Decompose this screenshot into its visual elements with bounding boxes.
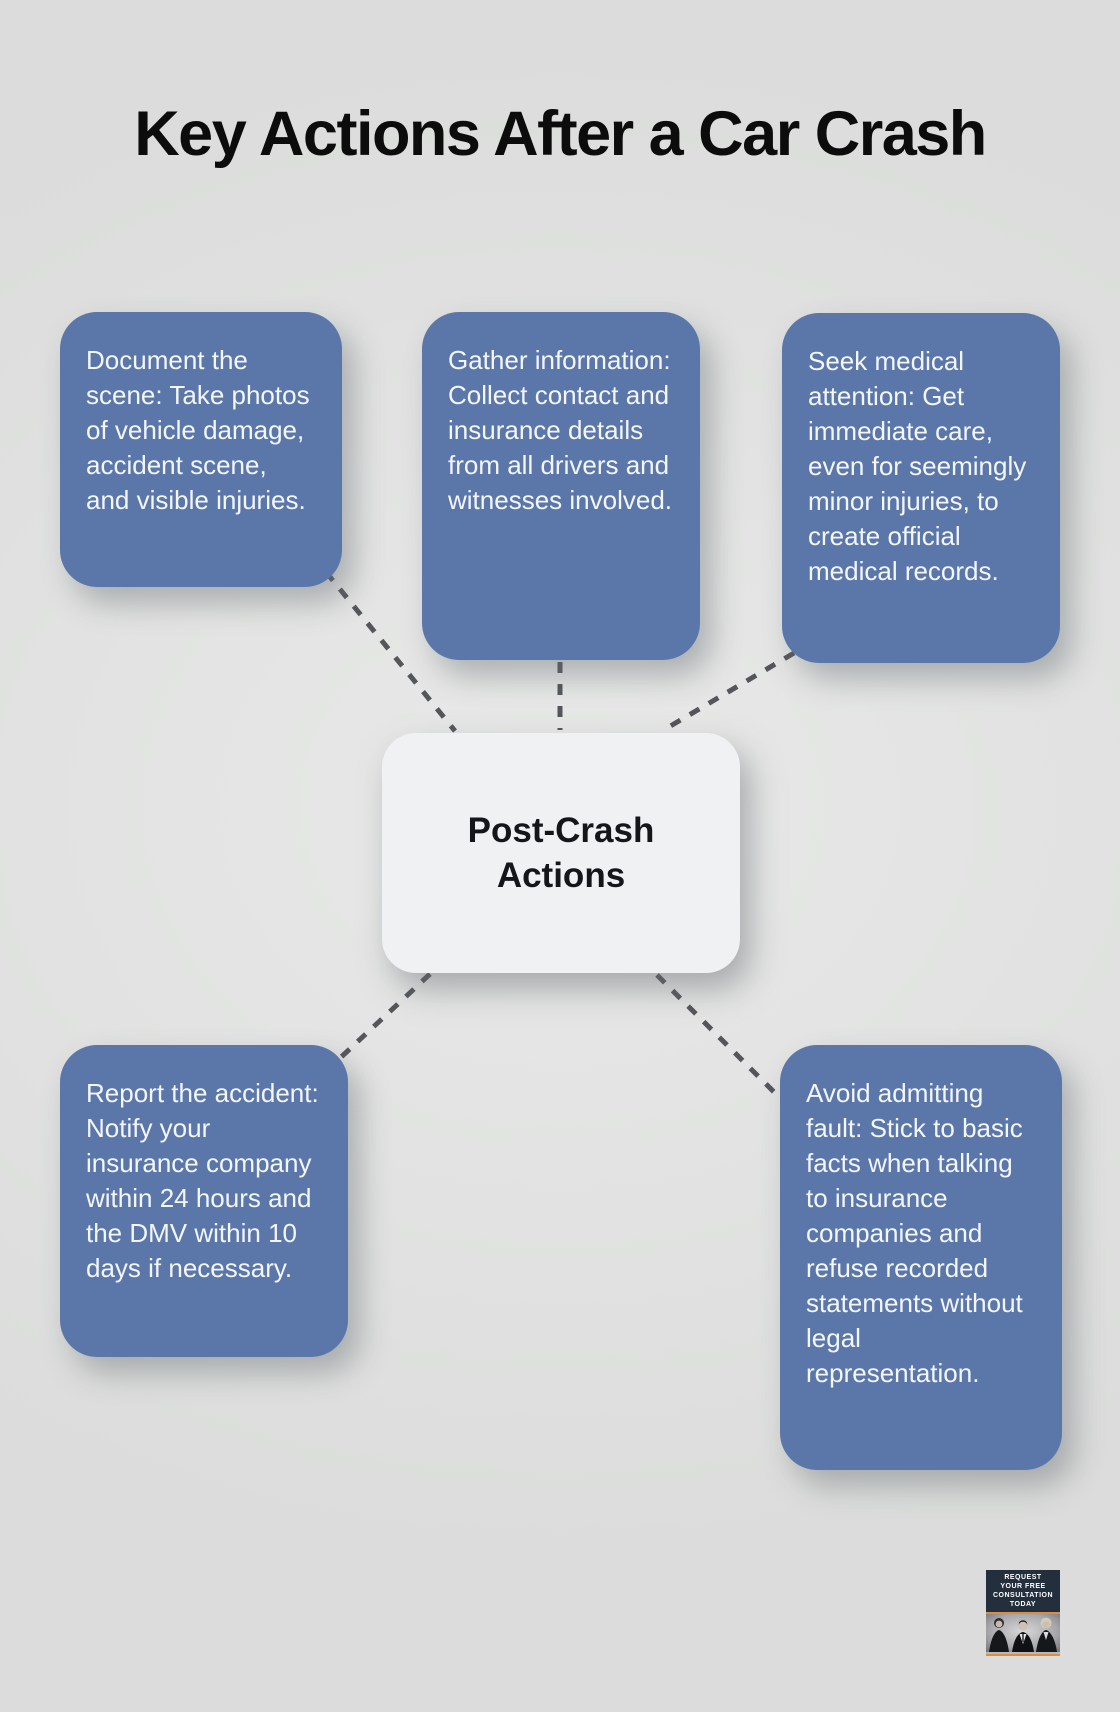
badge-line: YOUR FREE — [1000, 1583, 1046, 1590]
connector-line-seek-medical — [660, 650, 796, 734]
attorneys-photo — [986, 1614, 1060, 1656]
badge-line: CONSULTATION — [992, 1592, 1054, 1599]
consultation-badge[interactable]: REQUEST YOUR FREE CONSULTATION TODAY — [986, 1570, 1060, 1656]
attorneys-photo-icon — [986, 1614, 1060, 1652]
connector-line-avoid-fault — [655, 973, 781, 1099]
badge-line: TODAY — [1009, 1601, 1037, 1608]
node-avoid-fault: Avoid admitting fault: Stick to basic fa… — [780, 1045, 1062, 1470]
node-gather-information: Gather information: Collect contact and … — [422, 312, 700, 660]
page-title: Key Actions After a Car Crash — [134, 99, 987, 169]
center-node: Post-Crash Actions — [382, 733, 740, 973]
node-avoid-fault-text: Avoid admitting fault: Stick to basic fa… — [806, 1078, 1023, 1388]
connector-line-report-accident — [336, 972, 432, 1062]
badge-line: REQUEST — [1004, 1574, 1042, 1581]
node-gather-information-text: Gather information: Collect contact and … — [448, 345, 672, 515]
center-node-label: Post-Crash Actions — [467, 811, 655, 895]
node-document-scene: Document the scene: Take photos of vehic… — [60, 312, 342, 587]
consultation-badge-text: REQUEST YOUR FREE CONSULTATION TODAY — [986, 1570, 1060, 1614]
node-seek-medical: Seek medical attention: Get immediate ca… — [782, 313, 1060, 663]
node-document-scene-text: Document the scene: Take photos of vehic… — [86, 345, 310, 515]
node-seek-medical-text: Seek medical attention: Get immediate ca… — [808, 346, 1027, 586]
node-report-accident: Report the accident: Notify your insuran… — [60, 1045, 348, 1357]
node-report-accident-text: Report the accident: Notify your insuran… — [86, 1078, 319, 1283]
